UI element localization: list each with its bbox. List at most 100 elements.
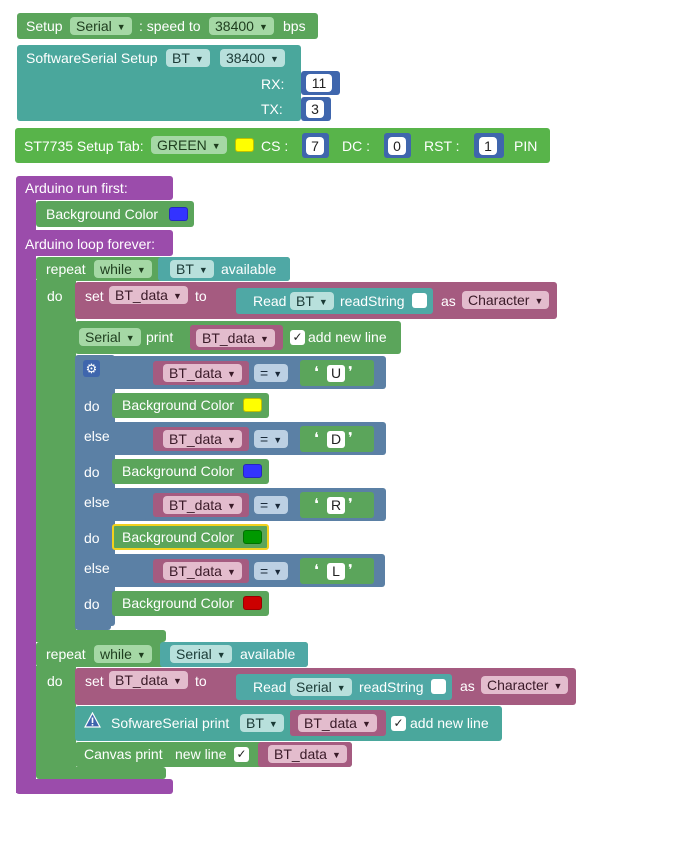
set-var-dropdown[interactable]: BT_data▼ — [109, 671, 188, 689]
read-bt-readstring-block[interactable]: Read BT▼ readString — [236, 288, 433, 314]
newline-checkbox[interactable]: ✓ — [290, 330, 305, 345]
serial-available-block[interactable]: Serial▼ available — [160, 642, 308, 667]
newline-label: add new line — [410, 715, 489, 731]
set-var-dropdown[interactable]: BT_data▼ — [109, 286, 188, 304]
bg-color-block-u[interactable]: Background Color — [112, 393, 269, 418]
canvas-print-var-block[interactable]: BT_data▼ — [258, 742, 352, 767]
cs-number-block[interactable]: 7 — [302, 133, 329, 158]
compare-block-u[interactable]: BT_data▼ =▼ ❛U❜ — [145, 356, 386, 389]
color-swatch[interactable] — [235, 138, 254, 152]
text-literal-block[interactable]: ❛R❜ — [300, 492, 374, 518]
rx-value[interactable]: 11 — [306, 74, 332, 92]
arduino-loop-header[interactable]: Arduino loop forever: — [16, 230, 173, 256]
repeat-mode-dropdown[interactable]: while▼ — [94, 645, 152, 663]
compare-var-dropdown[interactable]: BT_data▼ — [163, 430, 242, 448]
run-first-label: Arduino run first: — [25, 180, 128, 196]
compare-block-l[interactable]: BT_data▼ =▼ ❛L❜ — [145, 554, 385, 587]
compare-var-dropdown[interactable]: BT_data▼ — [163, 562, 242, 580]
bt-available-block[interactable]: BT▼ available — [158, 257, 290, 281]
print-port-dropdown[interactable]: Serial▼ — [79, 328, 141, 346]
compare-var-block[interactable]: BT_data▼ — [153, 559, 249, 583]
compare-op-dropdown[interactable]: =▼ — [254, 562, 289, 580]
bg-color-swatch-red[interactable] — [243, 596, 262, 610]
set-var-value: BT_data — [115, 672, 168, 688]
compare-var-block[interactable]: BT_data▼ — [153, 361, 249, 385]
sw-name-dropdown[interactable]: BT▼ — [240, 714, 284, 732]
setup-label: Setup — [26, 18, 63, 34]
dc-number-block[interactable]: 0 — [384, 133, 411, 158]
compare-var-dropdown[interactable]: BT_data▼ — [163, 364, 242, 382]
available-source-dropdown[interactable]: BT▼ — [170, 260, 214, 278]
read-serial-readstring-block[interactable]: Read Serial▼ readString — [236, 674, 452, 700]
loop-label: Arduino loop forever: — [25, 236, 155, 252]
rx-number-block[interactable]: 11 — [301, 71, 340, 95]
st7735-setup-block[interactable]: ST7735 Setup Tab: GREEN▼ CS : 7 DC : 0 R… — [15, 128, 550, 163]
bg-color-swatch-green[interactable] — [243, 530, 262, 544]
run-first-bg-color-block[interactable]: Background Color — [36, 201, 194, 227]
compare-block-r[interactable]: BT_data▼ =▼ ❛R❜ — [145, 488, 386, 521]
bg-color-swatch[interactable] — [169, 207, 188, 221]
text-literal-block[interactable]: ❛D❜ — [300, 426, 374, 452]
type-dropdown[interactable]: Character▼ — [462, 291, 550, 309]
bg-color-block-d[interactable]: Background Color — [112, 459, 269, 484]
arduino-run-first-header[interactable]: Arduino run first: — [16, 176, 173, 200]
read-source-dropdown[interactable]: BT▼ — [290, 292, 334, 310]
baud-dropdown[interactable]: 38400▼ — [209, 17, 274, 35]
compare-var-block[interactable]: BT_data▼ — [153, 427, 249, 451]
softwareserial-setup-block[interactable]: SoftwareSerial Setup BT▼ 38400▼ RX: TX: — [17, 45, 301, 121]
dc-label: DC : — [342, 138, 370, 154]
softserial-baud-dropdown[interactable]: 38400▼ — [220, 49, 285, 67]
bg-color-swatch-blue[interactable] — [243, 464, 262, 478]
compare-op-dropdown[interactable]: =▼ — [254, 430, 289, 448]
do-label-u: do — [84, 398, 100, 414]
print-var-dropdown[interactable]: BT_data▼ — [196, 329, 275, 347]
text-literal-block[interactable]: ❛U❜ — [300, 360, 374, 386]
dropdown-arrow-icon: ▼ — [172, 291, 182, 301]
warning-icon[interactable] — [83, 711, 102, 729]
tx-value[interactable]: 3 — [306, 100, 324, 118]
compare-var-dropdown[interactable]: BT_data▼ — [163, 496, 242, 514]
compare-op-dropdown[interactable]: =▼ — [254, 364, 289, 382]
repeat-mode-dropdown[interactable]: while▼ — [94, 260, 152, 278]
setup-serial-block[interactable]: Setup Serial▼ : speed to 38400▼ bps — [17, 13, 318, 39]
sw-print-var-block[interactable]: BT_data▼ — [290, 710, 386, 736]
canvas-newline-checkbox[interactable]: ✓ — [234, 747, 249, 762]
softwareserial-label: SoftwareSerial Setup — [26, 50, 158, 66]
serial-port-value: Serial — [76, 18, 112, 34]
cs-value[interactable]: 7 — [306, 137, 324, 155]
compare-op-value: = — [260, 365, 269, 381]
canvas-print-var-dropdown[interactable]: BT_data▼ — [268, 745, 347, 763]
newline-checkbox[interactable]: ✓ — [391, 716, 406, 731]
available-source-dropdown[interactable]: Serial▼ — [170, 645, 232, 663]
dropdown-arrow-icon: ▼ — [273, 369, 283, 379]
gear-icon[interactable]: ⚙ — [83, 360, 100, 377]
dc-value[interactable]: 0 — [388, 137, 406, 155]
sw-print-label: SofwareSerial print — [111, 715, 230, 731]
type-dropdown[interactable]: Character▼ — [481, 676, 569, 694]
letter-u[interactable]: U — [327, 365, 345, 382]
letter-r[interactable]: R — [327, 497, 345, 514]
softserial-name-dropdown[interactable]: BT▼ — [166, 49, 210, 67]
dropdown-arrow-icon: ▼ — [216, 650, 226, 660]
compare-block-d[interactable]: BT_data▼ =▼ ❛D❜ — [145, 422, 386, 455]
sw-print-var-dropdown[interactable]: BT_data▼ — [298, 714, 377, 732]
tx-number-block[interactable]: 3 — [301, 97, 331, 121]
text-literal-block[interactable]: ❛L❜ — [300, 558, 374, 584]
print-var-block[interactable]: BT_data▼ — [190, 325, 283, 350]
readstring-input[interactable] — [412, 293, 427, 308]
read-source-dropdown[interactable]: Serial▼ — [290, 678, 352, 696]
tab-dropdown[interactable]: GREEN▼ — [151, 136, 227, 154]
bg-color-swatch-yellow[interactable] — [243, 398, 262, 412]
rst-number-block[interactable]: 1 — [474, 133, 504, 158]
softwareserial-print-block[interactable]: SofwareSerial print BT▼ ✓ add new line — [75, 706, 502, 741]
bg-color-block-r-selected[interactable]: Background Color — [112, 524, 269, 550]
bg-color-block-l[interactable]: Background Color — [112, 591, 269, 616]
rst-value[interactable]: 1 — [479, 137, 497, 155]
readstring-input[interactable] — [431, 679, 446, 694]
compare-var-block[interactable]: BT_data▼ — [153, 493, 249, 517]
letter-d[interactable]: D — [327, 431, 345, 448]
letter-l[interactable]: L — [327, 563, 345, 580]
serial-port-dropdown[interactable]: Serial ▼ — [70, 17, 132, 35]
compare-op-dropdown[interactable]: =▼ — [254, 496, 289, 514]
dropdown-arrow-icon: ▼ — [116, 22, 126, 32]
